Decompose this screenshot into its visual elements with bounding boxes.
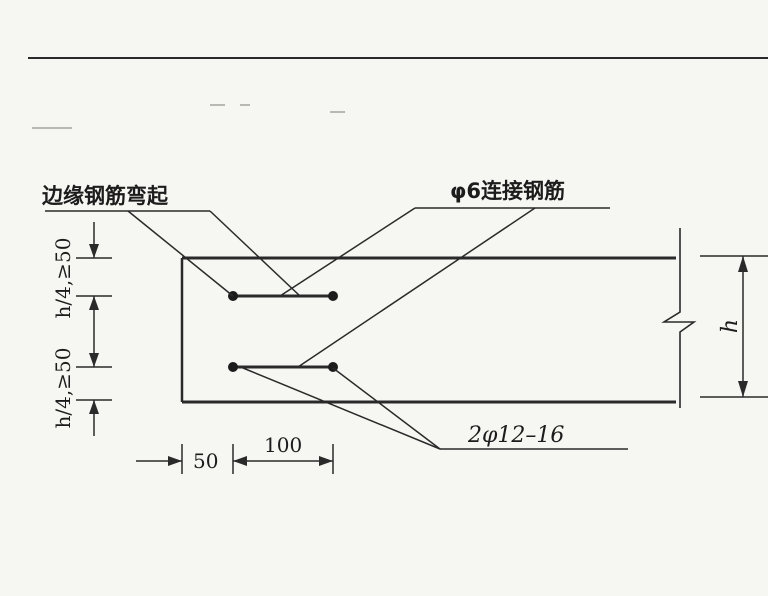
bottom-dimension-chain [136,444,334,474]
top-bar-right-end [328,291,338,301]
leader-main-bars [242,367,628,450]
bottom-bar [228,362,338,372]
label-connecting-bar: φ6连接钢筋 [450,179,565,203]
leader-edge-bar-bend [45,210,301,297]
left-dimension-chain [76,222,112,436]
label-dim-top: h/4,≥50 [51,238,75,319]
label-dim-bottom: h/4,≥50 [51,348,75,429]
label-height: h [718,319,743,333]
leader-connecting-bar [279,207,610,368]
label-dim-100: 100 [264,433,302,457]
label-edge-bar-bend: 边缘钢筋弯起 [42,184,169,208]
top-bar [228,291,338,301]
label-dim-50: 50 [193,449,218,473]
scan-specks [32,104,345,129]
beam-section [180,228,697,408]
bottom-bar-left-end [228,362,238,372]
label-main-bars: 2φ12–16 [467,423,564,448]
height-dimension [700,255,768,398]
break-line [661,228,697,408]
